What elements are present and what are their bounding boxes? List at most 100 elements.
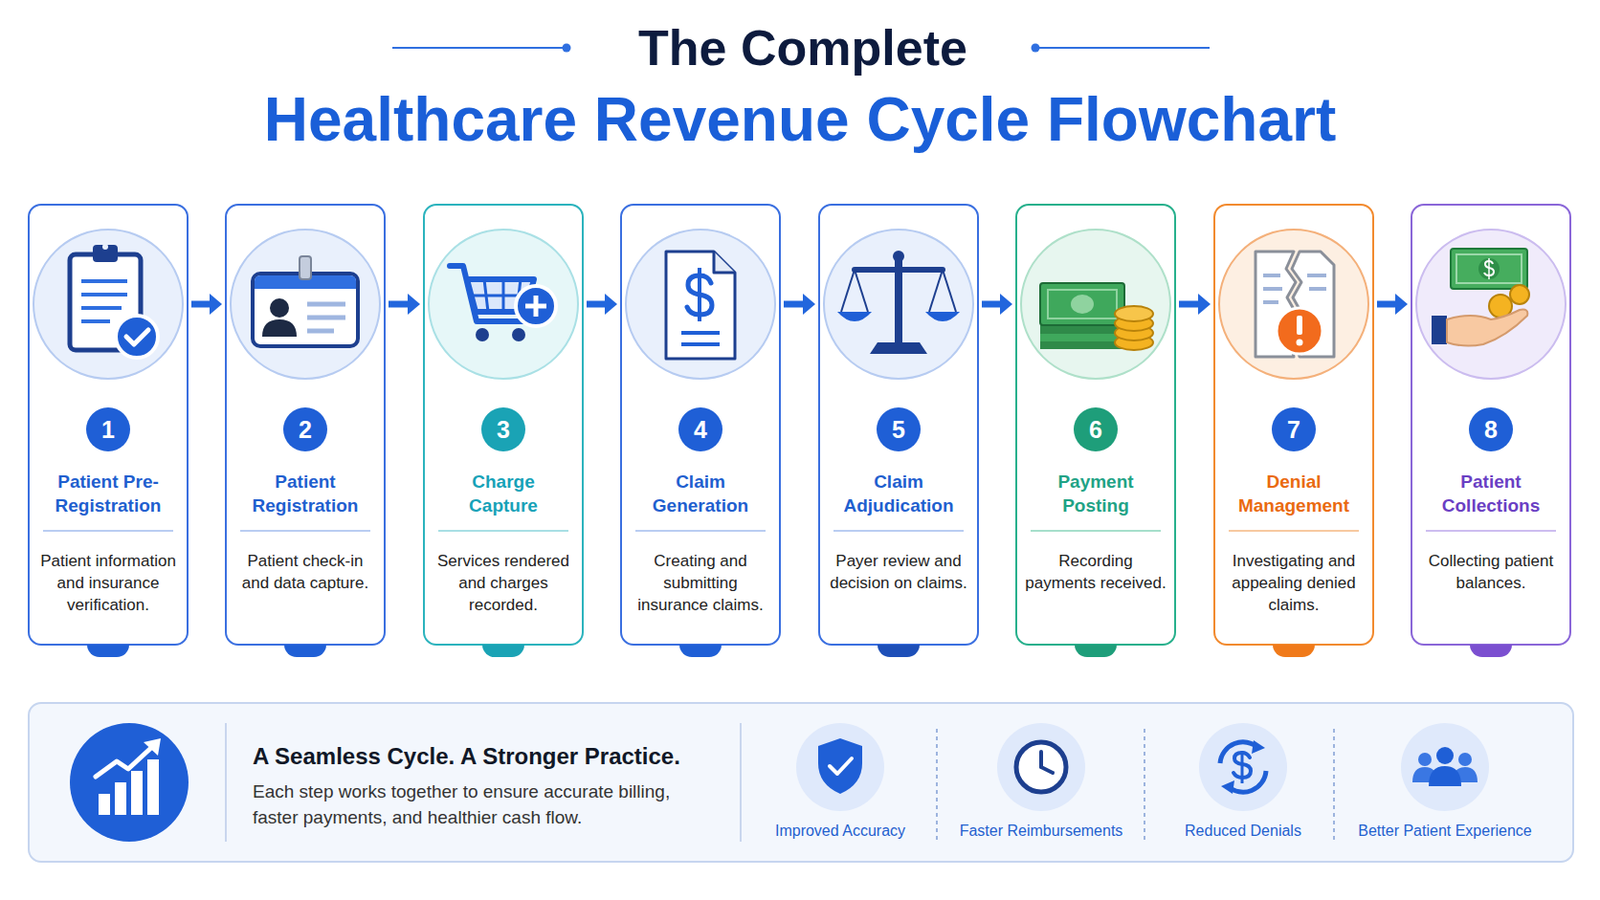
- icon-part: [1296, 339, 1304, 347]
- process-card: 2Patient RegistrationPatient check-in an…: [224, 203, 386, 646]
- flow-arrow: [586, 293, 618, 315]
- icon-part: [1428, 766, 1462, 787]
- benefit-label: Faster Reimbursements: [940, 822, 1142, 842]
- card-tab: [679, 644, 722, 658]
- icon-part: [818, 738, 863, 795]
- icon-part: [81, 292, 128, 297]
- step-number: 4: [678, 407, 723, 452]
- icon-part: [1221, 780, 1235, 795]
- icon-part: [1040, 283, 1125, 326]
- arrow-line: [1377, 301, 1398, 309]
- id-card-icon: [252, 256, 358, 347]
- icon-part: [1114, 334, 1154, 351]
- icon-part: [1039, 752, 1044, 768]
- step-description: Services rendered and charges recorded.: [430, 550, 577, 617]
- card-tab: [1074, 644, 1117, 658]
- icon-part: [625, 229, 776, 379]
- arrow-head: [407, 293, 421, 315]
- arrow-line: [191, 301, 212, 309]
- icon-part: [516, 279, 521, 312]
- flow-arrow: [981, 293, 1013, 315]
- icon-part: [1199, 723, 1288, 812]
- card-tab: [1469, 644, 1512, 658]
- icon-part: [1241, 751, 1245, 784]
- icon-part: [1070, 294, 1094, 314]
- benefit-label: Better Patient Experience: [1334, 822, 1556, 842]
- step-heading: Charge Capture: [439, 469, 568, 518]
- icon-part: [102, 244, 109, 250]
- arrow-head: [604, 293, 618, 315]
- arrow-line: [586, 301, 607, 309]
- step-number: 5: [876, 407, 921, 452]
- step-heading: Patient Collections: [1426, 469, 1556, 518]
- icon-part: [942, 269, 956, 312]
- arrow-head: [209, 293, 223, 315]
- icon-part: [1436, 747, 1454, 765]
- icon-part: [1227, 771, 1267, 793]
- benefit-label: Improved Accuracy: [739, 822, 941, 842]
- icon-part: [1446, 310, 1528, 347]
- icon-part: [697, 267, 702, 322]
- step-heading: Denial Management: [1229, 469, 1358, 518]
- step-number: 3: [481, 407, 526, 452]
- step-heading: Patient Registration: [241, 469, 370, 518]
- step-description: Collecting patient balances.: [1418, 550, 1564, 595]
- icon-part: [1333, 729, 1335, 845]
- cash-icon: [1040, 283, 1154, 351]
- flow-arrow: [191, 293, 223, 315]
- arrow-line: [388, 301, 410, 309]
- icon-part: [681, 342, 720, 347]
- icon-part: [1219, 229, 1369, 379]
- icon-part: [1220, 742, 1259, 764]
- process-card: 6Payment PostingRecording payments recei…: [1015, 203, 1177, 646]
- icon-part: [466, 279, 534, 312]
- icon-part: [475, 328, 489, 342]
- icon-part: [1016, 742, 1067, 793]
- icon-part: [69, 254, 141, 351]
- arrow-line: [981, 301, 1002, 309]
- icon-part: [1488, 294, 1512, 318]
- icon-part: [515, 286, 556, 327]
- card-divider: [833, 530, 964, 533]
- icon-part: [81, 319, 111, 324]
- icon-part: [1143, 729, 1146, 845]
- card-tab: [877, 644, 920, 658]
- step-description: Patient check-in and data capture.: [232, 550, 378, 595]
- people-icon: [1400, 723, 1489, 812]
- icon-part: [307, 302, 346, 308]
- diagram-title: Healthcare Revenue Cycle Flowchart: [0, 82, 1600, 157]
- process-card: 5Claim AdjudicationPayer review and deci…: [818, 203, 979, 646]
- icon-part: [1510, 285, 1530, 305]
- icon-part: [143, 738, 161, 756]
- icon-part: [681, 331, 720, 335]
- icon-part: [470, 294, 531, 298]
- benefit-label: Reduced Denials: [1147, 822, 1339, 842]
- icon-part: [713, 251, 735, 273]
- step-description: Creating and submitting insurance claims…: [627, 550, 774, 617]
- arrow-line: [1178, 301, 1200, 309]
- icon-part: [262, 319, 297, 337]
- icon-part: [1488, 258, 1490, 280]
- icon-part: [252, 273, 358, 347]
- icon-part: [307, 329, 334, 334]
- icon-part: [796, 723, 885, 812]
- icon-part: [307, 315, 346, 321]
- step-heading: Patient Pre-Registration: [30, 469, 186, 518]
- icon-part: [115, 315, 158, 358]
- icon-part: [929, 269, 943, 312]
- icon-part: [1276, 308, 1323, 355]
- icon-part: [997, 723, 1086, 812]
- card-divider: [635, 530, 766, 533]
- icon-part: [502, 279, 506, 312]
- step-number: 6: [1073, 407, 1118, 452]
- icon-part: [1296, 315, 1303, 335]
- icon-part: [1452, 767, 1478, 783]
- icon-part: [925, 311, 960, 322]
- icon-part: [1478, 258, 1500, 280]
- icon-part: [525, 304, 547, 310]
- step-heading: Payment Posting: [1031, 469, 1160, 518]
- icon-part: [1251, 740, 1266, 755]
- icon-part: [869, 342, 928, 355]
- collections-icon: [1431, 248, 1530, 347]
- step-heading: Claim Generation: [636, 469, 765, 518]
